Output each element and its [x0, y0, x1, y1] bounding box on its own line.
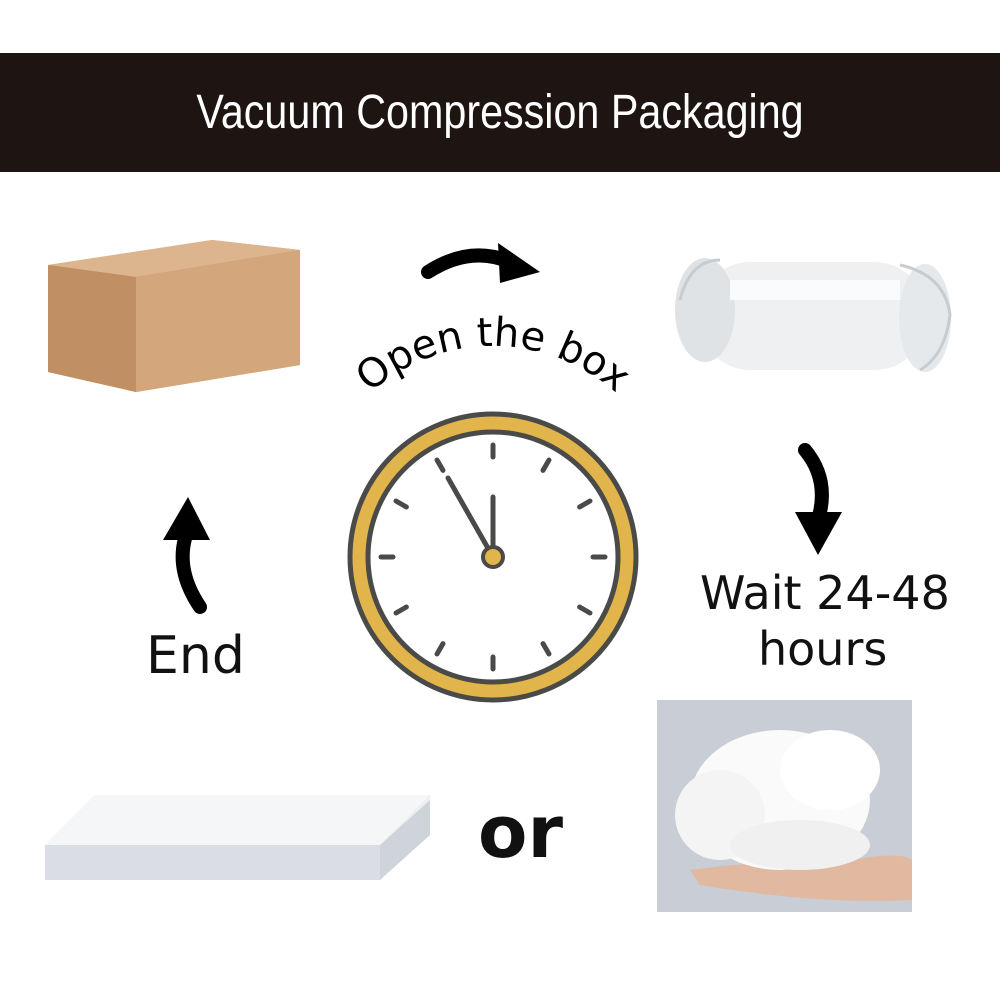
arrow-up-icon: [163, 497, 210, 614]
clock-tick: [540, 641, 552, 657]
cotton-filling-image: [657, 700, 912, 912]
wait-time-label: Wait 24-48: [700, 566, 950, 620]
clock-tick: [434, 641, 446, 657]
open-the-box-label: Open the box: [347, 310, 639, 401]
clock-tick: [577, 498, 593, 510]
or-label: or: [478, 790, 563, 874]
arrow-right-icon: [421, 243, 540, 283]
cardboard-box-image: [48, 240, 300, 392]
page-title: Vacuum Compression Packaging: [196, 86, 804, 139]
header-band: [0, 53, 1000, 172]
clock-tick: [434, 457, 446, 473]
end-label: End: [146, 626, 245, 686]
wait-hours-label: hours: [758, 622, 888, 676]
clock-tick: [393, 604, 409, 616]
clock-icon: [347, 411, 639, 703]
clock-tick: [577, 604, 593, 616]
clock-tick: [393, 498, 409, 510]
clock-tick: [540, 457, 552, 473]
vacuum-roll-image: [675, 258, 952, 372]
foam-pad-image: [45, 795, 430, 880]
arrow-down-icon: [795, 443, 842, 555]
